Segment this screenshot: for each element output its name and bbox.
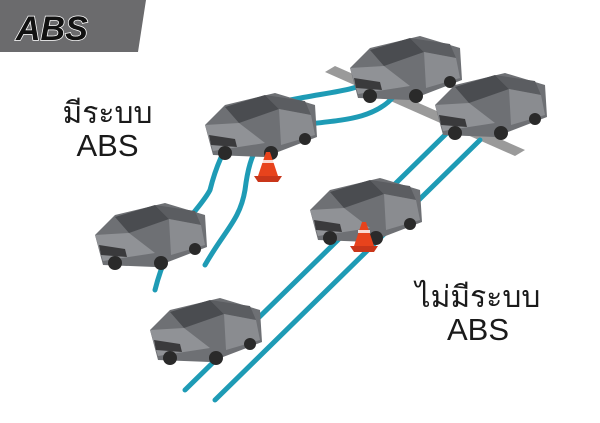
abs-logo: ABS bbox=[0, 0, 146, 52]
label-with-abs-line2: ABS bbox=[76, 127, 139, 163]
no-abs-tire-tracks bbox=[182, 127, 483, 403]
label-without-abs-line1: ไม่มีระบบ bbox=[415, 281, 541, 314]
truck-abs-2 bbox=[205, 93, 317, 160]
truck-abs-1 bbox=[95, 203, 207, 270]
truck-abs-3 bbox=[350, 36, 462, 103]
svg-text:ABS: ABS bbox=[15, 10, 88, 48]
label-with-abs: มีระบบ ABS bbox=[50, 98, 165, 162]
label-without-abs: ไม่มีระบบ ABS bbox=[398, 282, 558, 346]
truck-no-abs-1 bbox=[150, 298, 262, 365]
label-with-abs-line1: มีระบบ bbox=[62, 97, 153, 130]
label-without-abs-line2: ABS bbox=[446, 311, 510, 347]
